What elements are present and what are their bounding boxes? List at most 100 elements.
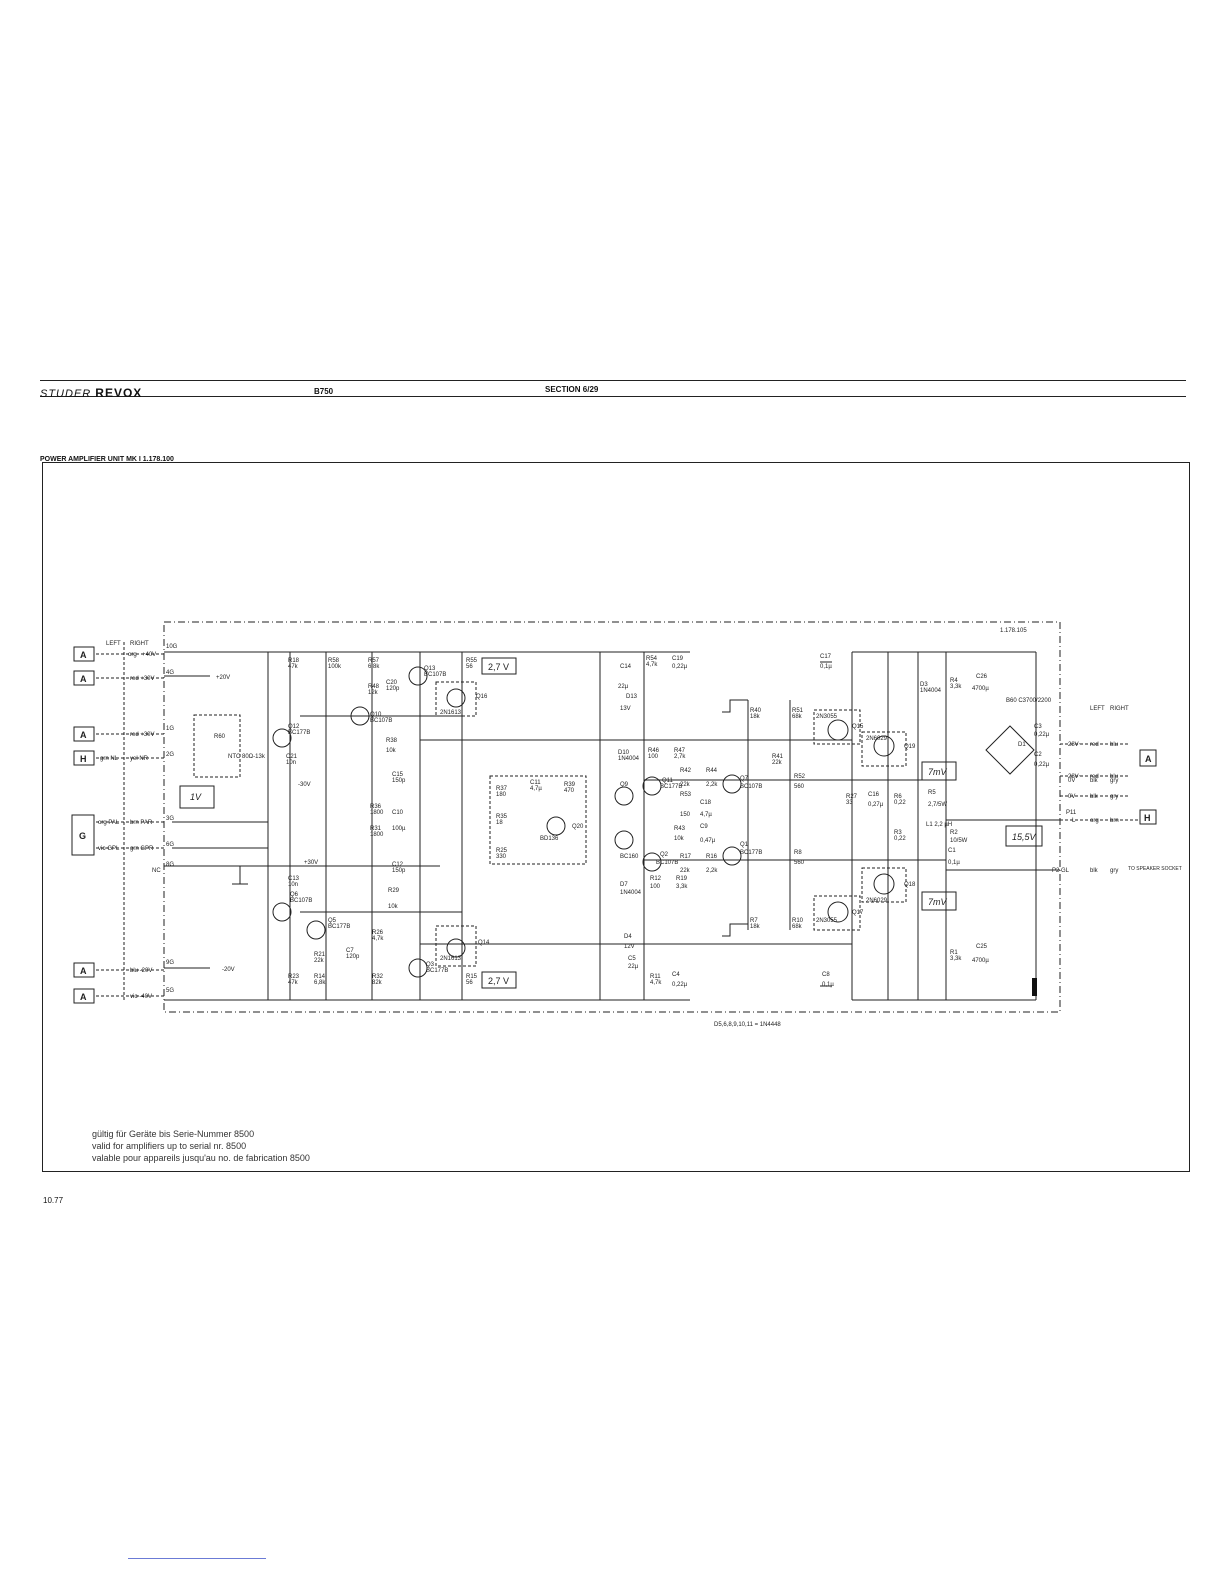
schematic-label: A [80,674,87,684]
schematic-label: 12k [368,690,379,696]
schematic-label: A [80,730,87,740]
schematic-label: 68k [792,924,803,930]
schematic-label: D7 [620,882,628,888]
schematic-label: L [1072,818,1076,824]
schematic-label: R43 [674,826,686,832]
schematic-label: 4,7k [650,980,662,986]
channel-mark: I [1040,990,1042,996]
schematic-label: C13 [288,876,300,882]
brand-revox: REVOX [95,386,143,400]
schematic-label: 22k [314,958,325,964]
bridge-rectifier [985,725,1035,775]
schematic-label: 2N1613 [440,956,462,962]
schematic-label: 22k [680,868,691,874]
schematic-label: 10n [288,882,298,888]
schematic-label: R47 [674,748,686,754]
schematic-label: grn NL [100,756,119,762]
schematic-label: 1800 [370,810,384,816]
header-top-rule [40,380,1186,381]
schematic-label: 150 [680,812,691,818]
schematic-label: 9G [166,960,174,966]
schematic-label: 2N6029 [866,736,888,742]
schematic-label: Q17 [852,910,864,916]
schematic-label: 33 [846,800,853,806]
schematic-label: C2 [1034,752,1042,758]
schematic-label: vio -40V [130,994,152,1000]
schematic-label: Q16 [476,694,488,700]
schematic-label: R52 [794,774,806,780]
schematic-label: 0,47µ [700,838,716,844]
schematic-label: 18k [750,924,761,930]
schematic-label: Q2 [660,852,669,858]
schematic-label: 0V [1068,794,1075,800]
schematic-label: D10 [618,750,630,756]
schematic-label: 47k [288,664,299,670]
schematic-label: gry [1110,778,1118,784]
rail-minus30-label: -30V [298,782,311,788]
conn-box-g [71,814,95,856]
schematic-label: BC177B [328,924,350,930]
schematic-label: BC107B [740,784,762,790]
schematic-label: 4,7µ [530,786,542,792]
schematic-label: R53 [680,792,692,798]
schematic-label: 10/5W [950,838,968,844]
meas-box-5 [921,891,957,911]
schematic-label: 10G [166,644,178,650]
schematic-label: 120p [346,954,360,960]
schematic-label: R4 [950,678,958,684]
schematic-label: C11 [530,780,541,786]
schematic-label: R12 [650,876,662,882]
schematic-label: Q9 [620,782,629,788]
schematic-label: R8 [794,850,802,856]
schematic-label: C10 [392,810,404,816]
schematic-label: R51 [792,708,804,714]
schematic-label: 82k [372,980,383,986]
schematic-label: 2N6029 [866,898,888,904]
schematic-label: R32 [372,974,384,980]
schematic-label: org [128,652,137,658]
header-bottom-rule [40,396,1186,397]
schematic-label: 0,22 [894,800,906,806]
schematic-label: 4700µ [972,686,989,692]
schematic-label: R39 [564,782,576,788]
schematic-label: 0,1µ [948,860,960,866]
schematic-label: R29 [388,888,400,894]
schematic-label: LEFT [1090,706,1105,712]
schematic-label: grn GPR [130,846,154,852]
out-box-h [1139,809,1157,825]
schematic-label: P11 [1066,810,1077,816]
schematic-label: BC177B [660,784,682,790]
schematic-label: 22k [772,760,783,766]
conn-box-a1 [73,646,95,662]
note-de: gültig für Geräte bis Serie-Nummer 8500 [92,1129,255,1139]
schematic-label: BD136 [540,836,559,842]
schematic-label: C26 [976,674,988,680]
schematic-label: 0,22µ [672,982,688,988]
schematic-label: R23 [288,974,300,980]
schematic-label: 2G [166,752,174,758]
schematic-label: red +30V [130,732,155,738]
schematic-label: Q11 [662,778,674,784]
schematic-label: R58 [328,658,340,664]
ntc-label: NTC 80Ω-13k [228,754,266,760]
schematic-label: BC177B [740,850,762,856]
schematic-label: 1N4004 [620,890,642,896]
model-number: B750 [314,387,334,396]
schematic-label: R3 [894,830,902,836]
schematic-label: 2,7/5W [928,802,947,808]
schematic-label: C19 [672,656,684,662]
schematic-label: 3,3k [676,884,688,890]
schematic-label: C1 [948,848,956,854]
conn-box-h [73,750,95,766]
rail-plus20-label: +20V [216,675,230,681]
schematic-label: 1800 [370,832,384,838]
schematic-label: 4,7k [646,662,658,668]
schematic-label: 4,7µ [700,812,712,818]
left-header: LEFT [106,641,121,647]
trimmer-label: R60 [214,734,226,740]
schematic-label: R31 [370,826,382,832]
schematic-label: R11 [650,974,661,980]
schematic-label: C9 [700,824,708,830]
schematic-label: 1N4004 [920,688,942,694]
schematic-label: 1N4004 [618,756,640,762]
